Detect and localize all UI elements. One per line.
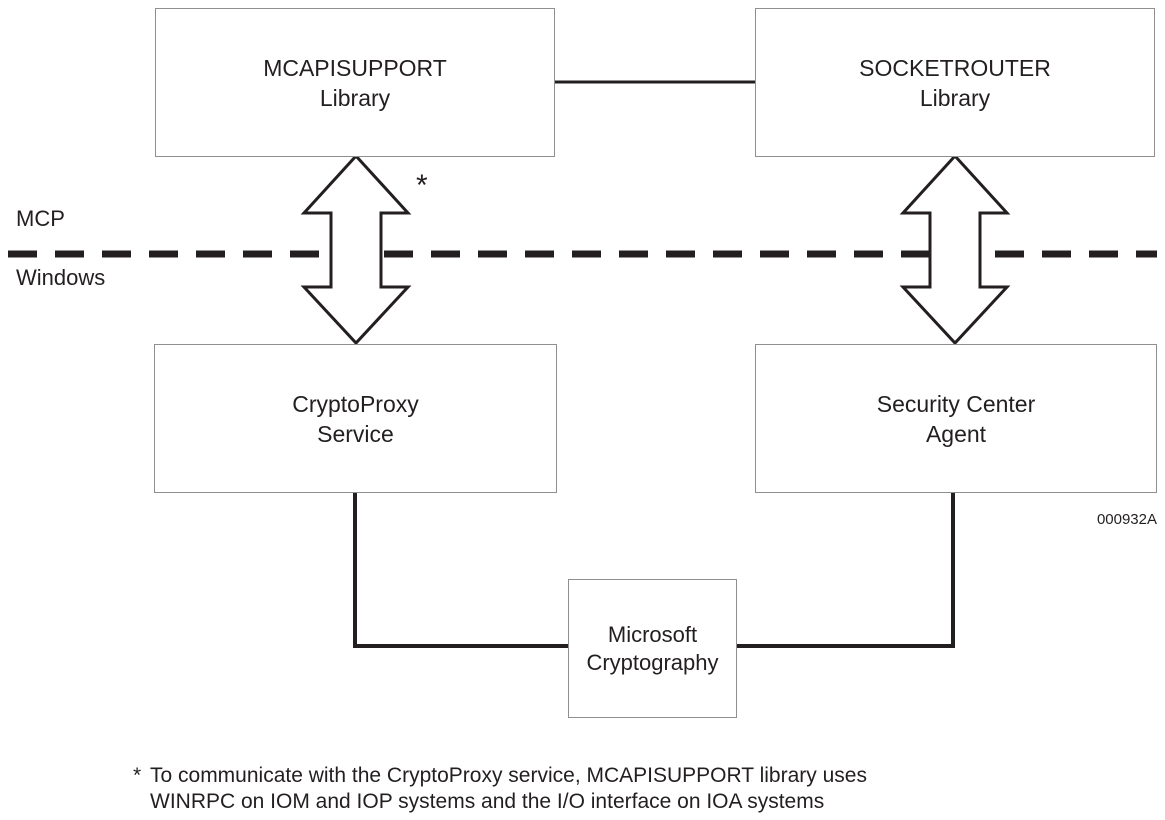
box-mcapisupport-line2: Library	[319, 84, 391, 111]
footnote-reference-asterisk: *	[416, 169, 428, 202]
box-cryptoproxy-line2: Service	[317, 420, 394, 447]
box-mcapisupport-library: MCAPISUPPORT Library	[155, 8, 555, 157]
footnote-line1: To communicate with the CryptoProxy serv…	[150, 764, 867, 787]
box-socketrouter-line2: Library	[919, 84, 991, 111]
footnote: * To communicate with the CryptoProxy se…	[133, 763, 867, 815]
box-microsoft-cryptography-line1: Microsoft	[607, 621, 698, 647]
figure-id: 000932A	[1096, 511, 1157, 528]
divider-label-mcp: MCP	[16, 206, 65, 231]
footnote-marker: *	[133, 764, 142, 787]
box-security-center-agent: Security Center Agent	[755, 344, 1157, 493]
box-microsoft-cryptography-line2: Cryptography	[586, 649, 719, 675]
connector-cryptoproxy-mscrypto	[353, 493, 569, 648]
box-microsoft-cryptography: Microsoft Cryptography	[568, 579, 737, 718]
footnote-line2: WINRPC on IOM and IOP systems and the I/…	[150, 790, 825, 813]
box-socketrouter-line1: SOCKETROUTER	[859, 54, 1051, 81]
box-mcapisupport-line1: MCAPISUPPORT	[263, 54, 447, 81]
connector-securitycenter-mscrypto	[736, 493, 955, 648]
footnote-lines: To communicate with the CryptoProxy serv…	[150, 763, 867, 815]
box-socketrouter-library: SOCKETROUTER Library	[755, 8, 1155, 157]
box-cryptoproxy-service: CryptoProxy Service	[154, 344, 557, 493]
double-arrow-mcapisupport-cryptoproxy	[300, 153, 412, 346]
box-security-center-line2: Agent	[925, 420, 987, 447]
divider-label-windows: Windows	[16, 265, 106, 290]
box-security-center-line1: Security Center	[876, 390, 1036, 417]
box-cryptoproxy-line1: CryptoProxy	[292, 390, 419, 417]
double-arrow-socketrouter-securitycenter	[899, 153, 1011, 346]
